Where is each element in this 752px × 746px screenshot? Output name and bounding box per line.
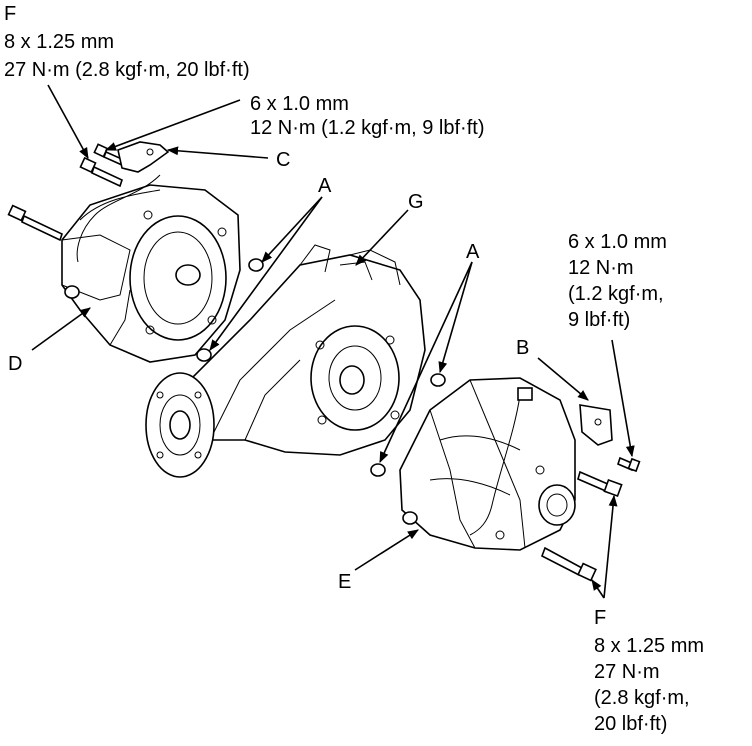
housing-e	[399, 377, 576, 551]
label-6mm-right-size: 6 x 1.0 mm	[568, 231, 667, 253]
bolt-left-long	[7, 204, 63, 242]
leader-f-bottom-2	[591, 579, 605, 599]
leader-f-bottom-1	[603, 494, 618, 599]
label-f-bottom-line1: 27 N·m	[594, 661, 660, 683]
label-6mm-top-torque: 12 N·m (1.2 kgf·m, 9 lbf·ft)	[250, 117, 485, 139]
bolt-right-6mm	[617, 456, 641, 473]
leader-d	[31, 307, 91, 351]
leader-e	[354, 529, 419, 571]
bolt-right-f-upper	[577, 470, 623, 498]
leader-g	[355, 209, 409, 266]
bolt-top-f	[79, 156, 123, 188]
label-f-bottom: F	[594, 607, 606, 629]
label-d: D	[8, 353, 22, 375]
leader-a1	[261, 196, 323, 263]
leader-c	[166, 146, 269, 159]
label-c: C	[276, 149, 290, 171]
dowel-pin-a1	[248, 258, 264, 272]
label-a-left: A	[318, 175, 332, 197]
dowel-pin-a2	[196, 348, 212, 362]
label-a-right: A	[466, 241, 480, 263]
label-f-top-size: 8 x 1.25 mm	[4, 31, 114, 53]
leader-6mm-right	[611, 339, 635, 458]
label-6mm-right-line3: 9 lbf·ft)	[568, 309, 630, 331]
label-6mm-right-line2: (1.2 kgf·m,	[568, 283, 664, 305]
leader-b	[537, 357, 589, 401]
bracket-b	[579, 404, 613, 446]
label-f-bottom-size: 8 x 1.25 mm	[594, 635, 704, 657]
label-g: G	[408, 191, 424, 213]
bracket-c	[117, 141, 170, 173]
housing-d	[61, 184, 241, 363]
label-f-bottom-line2: (2.8 kgf·m,	[594, 687, 690, 709]
leader-6mm-top	[104, 99, 241, 151]
label-f-top-torque: 27 N·m (2.8 kgf·m, 20 lbf·ft)	[4, 59, 250, 81]
dowel-pin-a4	[370, 463, 386, 477]
leader-a2	[209, 196, 323, 351]
label-b: B	[516, 337, 529, 359]
label-6mm-top-size: 6 x 1.0 mm	[250, 93, 349, 115]
wire-harness-left	[76, 174, 161, 263]
leader-f-top	[47, 84, 89, 159]
label-f-top: F	[4, 3, 16, 25]
label-6mm-right-line1: 12 N·m	[568, 257, 634, 279]
bolt-right-f-lower	[541, 546, 597, 582]
leader-a4	[379, 261, 473, 464]
label-e: E	[338, 571, 351, 593]
leader-a3	[438, 261, 473, 374]
label-f-bottom-line3: 20 lbf·ft)	[594, 713, 667, 735]
dowel-pin-a3	[430, 373, 446, 387]
output-flange	[145, 372, 215, 478]
